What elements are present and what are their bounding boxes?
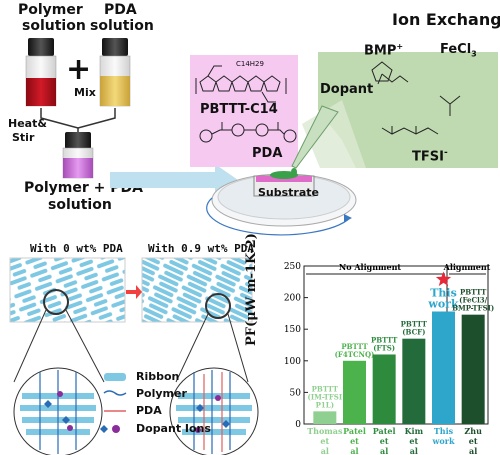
- x-tick-label: This: [434, 426, 454, 436]
- pda-vial: [99, 38, 131, 107]
- bar-label: PBTTT: [460, 288, 487, 297]
- legend-dopant: Dopant Ions: [136, 422, 211, 435]
- bar-label: (IM-TFSI: [308, 392, 343, 401]
- y-tick-label: 100: [284, 357, 301, 367]
- x-tick-label: al: [380, 446, 388, 455]
- heat-stir-label-2: Stir: [12, 131, 35, 144]
- polymer-solution-label-1: Polymer: [18, 2, 83, 18]
- label-0pda: With 0 wt% PDA: [30, 242, 123, 255]
- x-tick-label: Zhu: [464, 426, 482, 436]
- region-label-no-alignment: No Alignment: [339, 262, 402, 272]
- bar-label: work: [427, 298, 459, 311]
- plot-frame: [303, 265, 489, 425]
- plus-sign: +: [66, 52, 92, 87]
- bar-label: PBTTT: [401, 320, 428, 329]
- y-tick-label: 50: [290, 388, 302, 398]
- x-tick-label: Thomas: [307, 426, 343, 436]
- legend-polymer: Polymer: [136, 387, 187, 400]
- pbttt-structure: [195, 65, 287, 103]
- bar: [343, 360, 366, 424]
- legend-pda: PDA: [136, 404, 162, 417]
- x-tick-label: Patel: [373, 426, 396, 436]
- bar: [402, 338, 426, 424]
- bar-label: BMP-TFSI): [452, 304, 494, 313]
- film-09pda: [141, 257, 253, 323]
- bar-label: This: [430, 287, 457, 300]
- bar-label: (FTS): [373, 343, 395, 352]
- bar-label: PBTTT: [312, 384, 339, 393]
- bar: [313, 411, 337, 424]
- x-tick-label: Kim: [405, 426, 424, 436]
- legend-ribbon: Ribbon: [136, 370, 180, 383]
- pda-solution-label-2: solution: [90, 18, 154, 34]
- pda-structure: [199, 122, 297, 143]
- bar: [461, 314, 485, 424]
- ion-exchange-title: Ion Exchange: [392, 10, 500, 29]
- pbttt-side-chain: C14H29: [236, 60, 264, 68]
- x-tick-label: work: [432, 436, 455, 446]
- bar-label: PBTTT: [371, 335, 398, 344]
- mix-label: Mix: [74, 86, 96, 99]
- zoom-detail-0pda: [13, 367, 103, 455]
- polymer-solution-label-2: solution: [22, 18, 86, 34]
- pbttt-label: PBTTT-C14: [200, 102, 278, 117]
- bar: [372, 354, 396, 424]
- y-tick-label: 200: [284, 294, 301, 304]
- bar-label: PBTTT: [341, 342, 368, 351]
- zoom-detail-09pda: [169, 367, 259, 455]
- spin-coater: [206, 171, 357, 236]
- label-09pda: With 0.9 wt% PDA: [148, 242, 254, 255]
- process-arrow: [110, 164, 238, 196]
- zoom-lines: [13, 289, 249, 383]
- bmp-label: BMP+: [364, 42, 403, 58]
- pf-chart: No Alignment Alignment 0 50 100 150 200 250PBTT…: [284, 262, 494, 455]
- polymer-vial: [25, 38, 57, 107]
- x-tick-label: et: [409, 436, 418, 446]
- x-tick-label: et: [380, 436, 389, 446]
- x-tick-label: al: [469, 446, 477, 455]
- tfsi-label: TFSI-: [412, 148, 448, 164]
- bar-label: (FeCl3/: [459, 296, 487, 305]
- x-tick-label: Patel: [343, 426, 366, 436]
- structure-panel: [190, 55, 298, 167]
- heat-stir-label-1: Heat&: [8, 117, 47, 130]
- legend-glyphs: [100, 373, 127, 433]
- mixture-vial: [62, 132, 94, 179]
- bar-label: (F4TCNQ): [335, 350, 375, 359]
- y-tick-label: 0: [295, 420, 301, 430]
- x-tick-label: al: [410, 446, 418, 455]
- dopant-label: Dopant: [320, 82, 374, 97]
- region-label-alignment: Alignment: [443, 262, 491, 272]
- fecl3-subscript: 3: [471, 49, 477, 59]
- this-work-star: [435, 271, 452, 286]
- fecl3-label: FeCl3: [440, 42, 477, 59]
- bar-label: P1L): [316, 400, 334, 409]
- bmp-structure: [371, 61, 409, 85]
- y-tick-label: 250: [284, 262, 301, 272]
- pda-solution-label-1: PDA: [104, 2, 137, 18]
- y-tick-label: 150: [284, 325, 301, 335]
- pda-structure-label: PDA: [252, 146, 283, 161]
- x-tick-label: al: [321, 446, 329, 455]
- tfsi-text: TFSI: [412, 149, 444, 165]
- bar: [432, 311, 455, 424]
- bmp-text: BMP: [364, 43, 397, 59]
- substrate-label: Substrate: [258, 186, 319, 199]
- x-tick-label: et: [469, 436, 478, 446]
- ion-exchange-panel: [318, 52, 498, 168]
- mixture-label-2: solution: [48, 197, 112, 213]
- tfsi-structure: [381, 126, 439, 135]
- film-0pda: [9, 257, 126, 323]
- fecl3-text: FeCl: [440, 42, 472, 57]
- bmp-charge: +: [396, 42, 404, 51]
- x-tick-label: et: [320, 436, 329, 446]
- x-tick-label: al: [350, 446, 358, 455]
- bar-label: (BCF): [402, 328, 425, 337]
- y-axis-label: PF(μW m-1K-2): [244, 233, 259, 346]
- fecl3-structure: [439, 95, 461, 116]
- comparison-arrow: [126, 285, 142, 299]
- x-tick-label: et: [350, 436, 359, 446]
- tfsi-charge: -: [443, 148, 448, 158]
